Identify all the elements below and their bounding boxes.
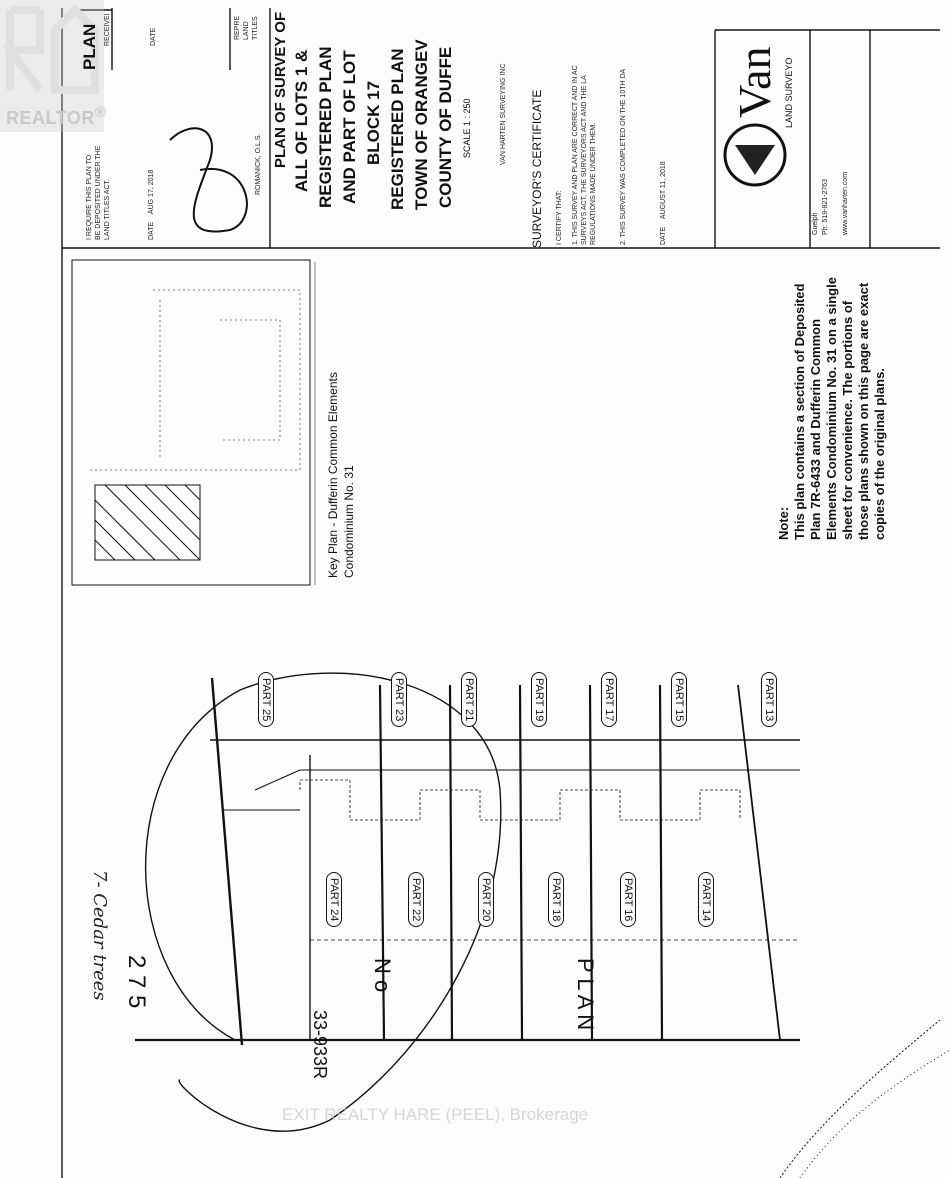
- title-line-1: ALL OF LOTS 1 &: [292, 49, 311, 192]
- part-label: PART 15: [671, 672, 687, 728]
- certificate-item-1c: REGULATIONS MADE UNDER THEM.: [590, 122, 597, 245]
- part-label: PART 20: [478, 872, 494, 928]
- deposit-note-1: I REQUIRE THIS PLAN TO: [86, 154, 93, 240]
- certificate-item-2: 2. THIS SURVEY WAS COMPLETED ON THE 10TH…: [620, 68, 627, 245]
- signer-name: ROMANICK, O.L.S.: [255, 133, 262, 195]
- plan-of-survey: PLAN OF SURVEY OF: [272, 11, 289, 168]
- title-line-3: AND PART OF LOT: [340, 50, 359, 204]
- realtor-logo: [0, 0, 104, 132]
- deposit-note-2: BE DEPOSITED UNDER THE: [95, 145, 102, 240]
- ref-1: REPRE: [234, 15, 241, 40]
- part-label: PART 13: [761, 672, 777, 728]
- note-line-3: Elements Condominium No. 31 on a single: [824, 277, 839, 540]
- note-line-2: Plan 7R-6433 and Dufferin Common: [808, 318, 823, 540]
- title-line-6: TOWN OF ORANGEV: [412, 39, 431, 210]
- firm-phone: Ph: 519-821-2763: [822, 178, 829, 235]
- certificate-item-1a: 1. THIS SURVEY AND PLAN ARE CORRECT AND …: [572, 65, 579, 245]
- part-label: PART 18: [548, 872, 564, 928]
- certificate-heading: SURVEYOR'S CERTIFICATE: [530, 89, 544, 248]
- received-label: RECEIVEI: [104, 13, 111, 46]
- part-label: PART 16: [620, 872, 636, 928]
- plan-heading: PLAN: [80, 23, 99, 70]
- key-plan-caption-2: Condominium No. 31: [342, 465, 356, 578]
- date-label: DATE: [150, 27, 157, 46]
- certificate-item-1b: SURVEYS ACT, THE SURVEYORS ACT AND THE L…: [581, 75, 588, 245]
- scale-label: SCALE 1 : 250: [462, 98, 472, 158]
- brokerage-watermark: EXIT REALTY HARE (PEEL), Brokerage: [282, 1105, 589, 1124]
- firm-city: Guelph: [812, 212, 819, 235]
- part-label: PART 25: [258, 672, 274, 728]
- reference-plan: 33-933R: [310, 1010, 330, 1080]
- title-line-4: BLOCK 17: [364, 80, 383, 165]
- firm-web: www.vanharten.com: [842, 171, 849, 235]
- deposit-date: DATE AUG 17, 2018: [148, 169, 155, 240]
- part-label: PART 17: [601, 672, 617, 728]
- key-plan-caption: Key Plan - Dufferin Common Elements: [326, 372, 340, 578]
- plan-number: 2 7 5: [123, 955, 150, 1009]
- firm-sub: LAND SURVEYO: [784, 57, 794, 128]
- handwritten-cedar-note: 7- Cedar trees: [89, 870, 110, 1001]
- note-label: Note:: [776, 506, 791, 540]
- part-label: PART 24: [326, 872, 342, 928]
- title-line-7: COUNTY OF DUFFE: [436, 46, 455, 208]
- title-line-2: REGISTERED PLAN: [316, 46, 335, 208]
- part-label: PART 23: [391, 672, 407, 728]
- ref-3: TITLES: [252, 16, 259, 40]
- part-label: PART 14: [698, 872, 714, 928]
- certificate-date: DATE AUGUST 11, 2018: [660, 161, 667, 245]
- part-label: PART 21: [461, 672, 477, 728]
- part-label: PART 19: [531, 672, 547, 728]
- ref-2: LAND: [243, 21, 250, 40]
- note-line-6: copies of the original plans.: [872, 368, 887, 540]
- realtor-wordmark: REALTOR®: [6, 104, 107, 128]
- firm-brand: Van: [729, 46, 780, 118]
- part-label: PART 22: [408, 872, 424, 928]
- plan-word: P L A N: [573, 958, 598, 1031]
- surveying-firm: VAN HARTEN SURVEYING INC: [500, 63, 507, 165]
- deposit-note-3: LAND TITLES ACT.: [104, 179, 111, 240]
- certificate-intro: I CERTIFY THAT:: [556, 190, 563, 245]
- note-line-5: those plans shown on this page are exact: [856, 282, 871, 540]
- title-line-5: REGISTERED PLAN: [388, 48, 407, 210]
- plan-no: N o: [370, 958, 395, 993]
- note-line-1: This plan contains a section of Deposite…: [792, 283, 807, 540]
- note-line-4: sheet for convenience. The portions of: [840, 300, 855, 540]
